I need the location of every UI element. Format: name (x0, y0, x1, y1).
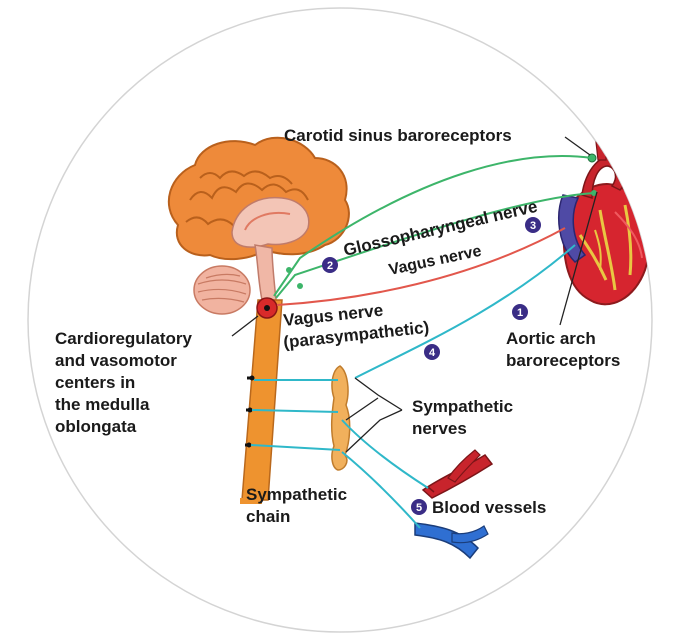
label-cardioregulatory-5: oblongata (55, 417, 137, 436)
svg-text:1: 1 (517, 307, 523, 319)
step-badge-1: 1 (512, 304, 528, 320)
label-blood-vessels: Blood vessels (432, 498, 546, 517)
label-sympathetic-chain-2: chain (246, 507, 290, 526)
step-badge-2: 2 (322, 257, 338, 273)
step-badge-4: 4 (424, 344, 440, 360)
label-cardioregulatory-1: Cardioregulatory (55, 329, 193, 348)
svg-text:3: 3 (530, 220, 536, 232)
label-carotid-sinus-baroreceptors: Carotid sinus baroreceptors (284, 126, 512, 145)
label-aortic-arch-1: Aortic arch (506, 329, 596, 348)
label-aortic-arch-2: baroreceptors (506, 351, 620, 370)
step-badge-3: 3 (525, 217, 541, 233)
label-cardioregulatory-4: the medulla (55, 395, 150, 414)
step-badge-5: 5 (411, 499, 427, 515)
label-cardioregulatory-3: centers in (55, 373, 135, 392)
label-cardioregulatory-2: and vasomotor (55, 351, 177, 370)
svg-text:2: 2 (327, 260, 333, 272)
svg-text:4: 4 (429, 347, 436, 359)
label-sympathetic-nerves-2: nerves (412, 419, 467, 438)
label-sympathetic-nerves-1: Sympathetic (412, 397, 513, 416)
cerebellum-icon (194, 266, 250, 314)
svg-text:5: 5 (416, 502, 422, 514)
label-sympathetic-chain-1: Sympathetic (246, 485, 347, 504)
